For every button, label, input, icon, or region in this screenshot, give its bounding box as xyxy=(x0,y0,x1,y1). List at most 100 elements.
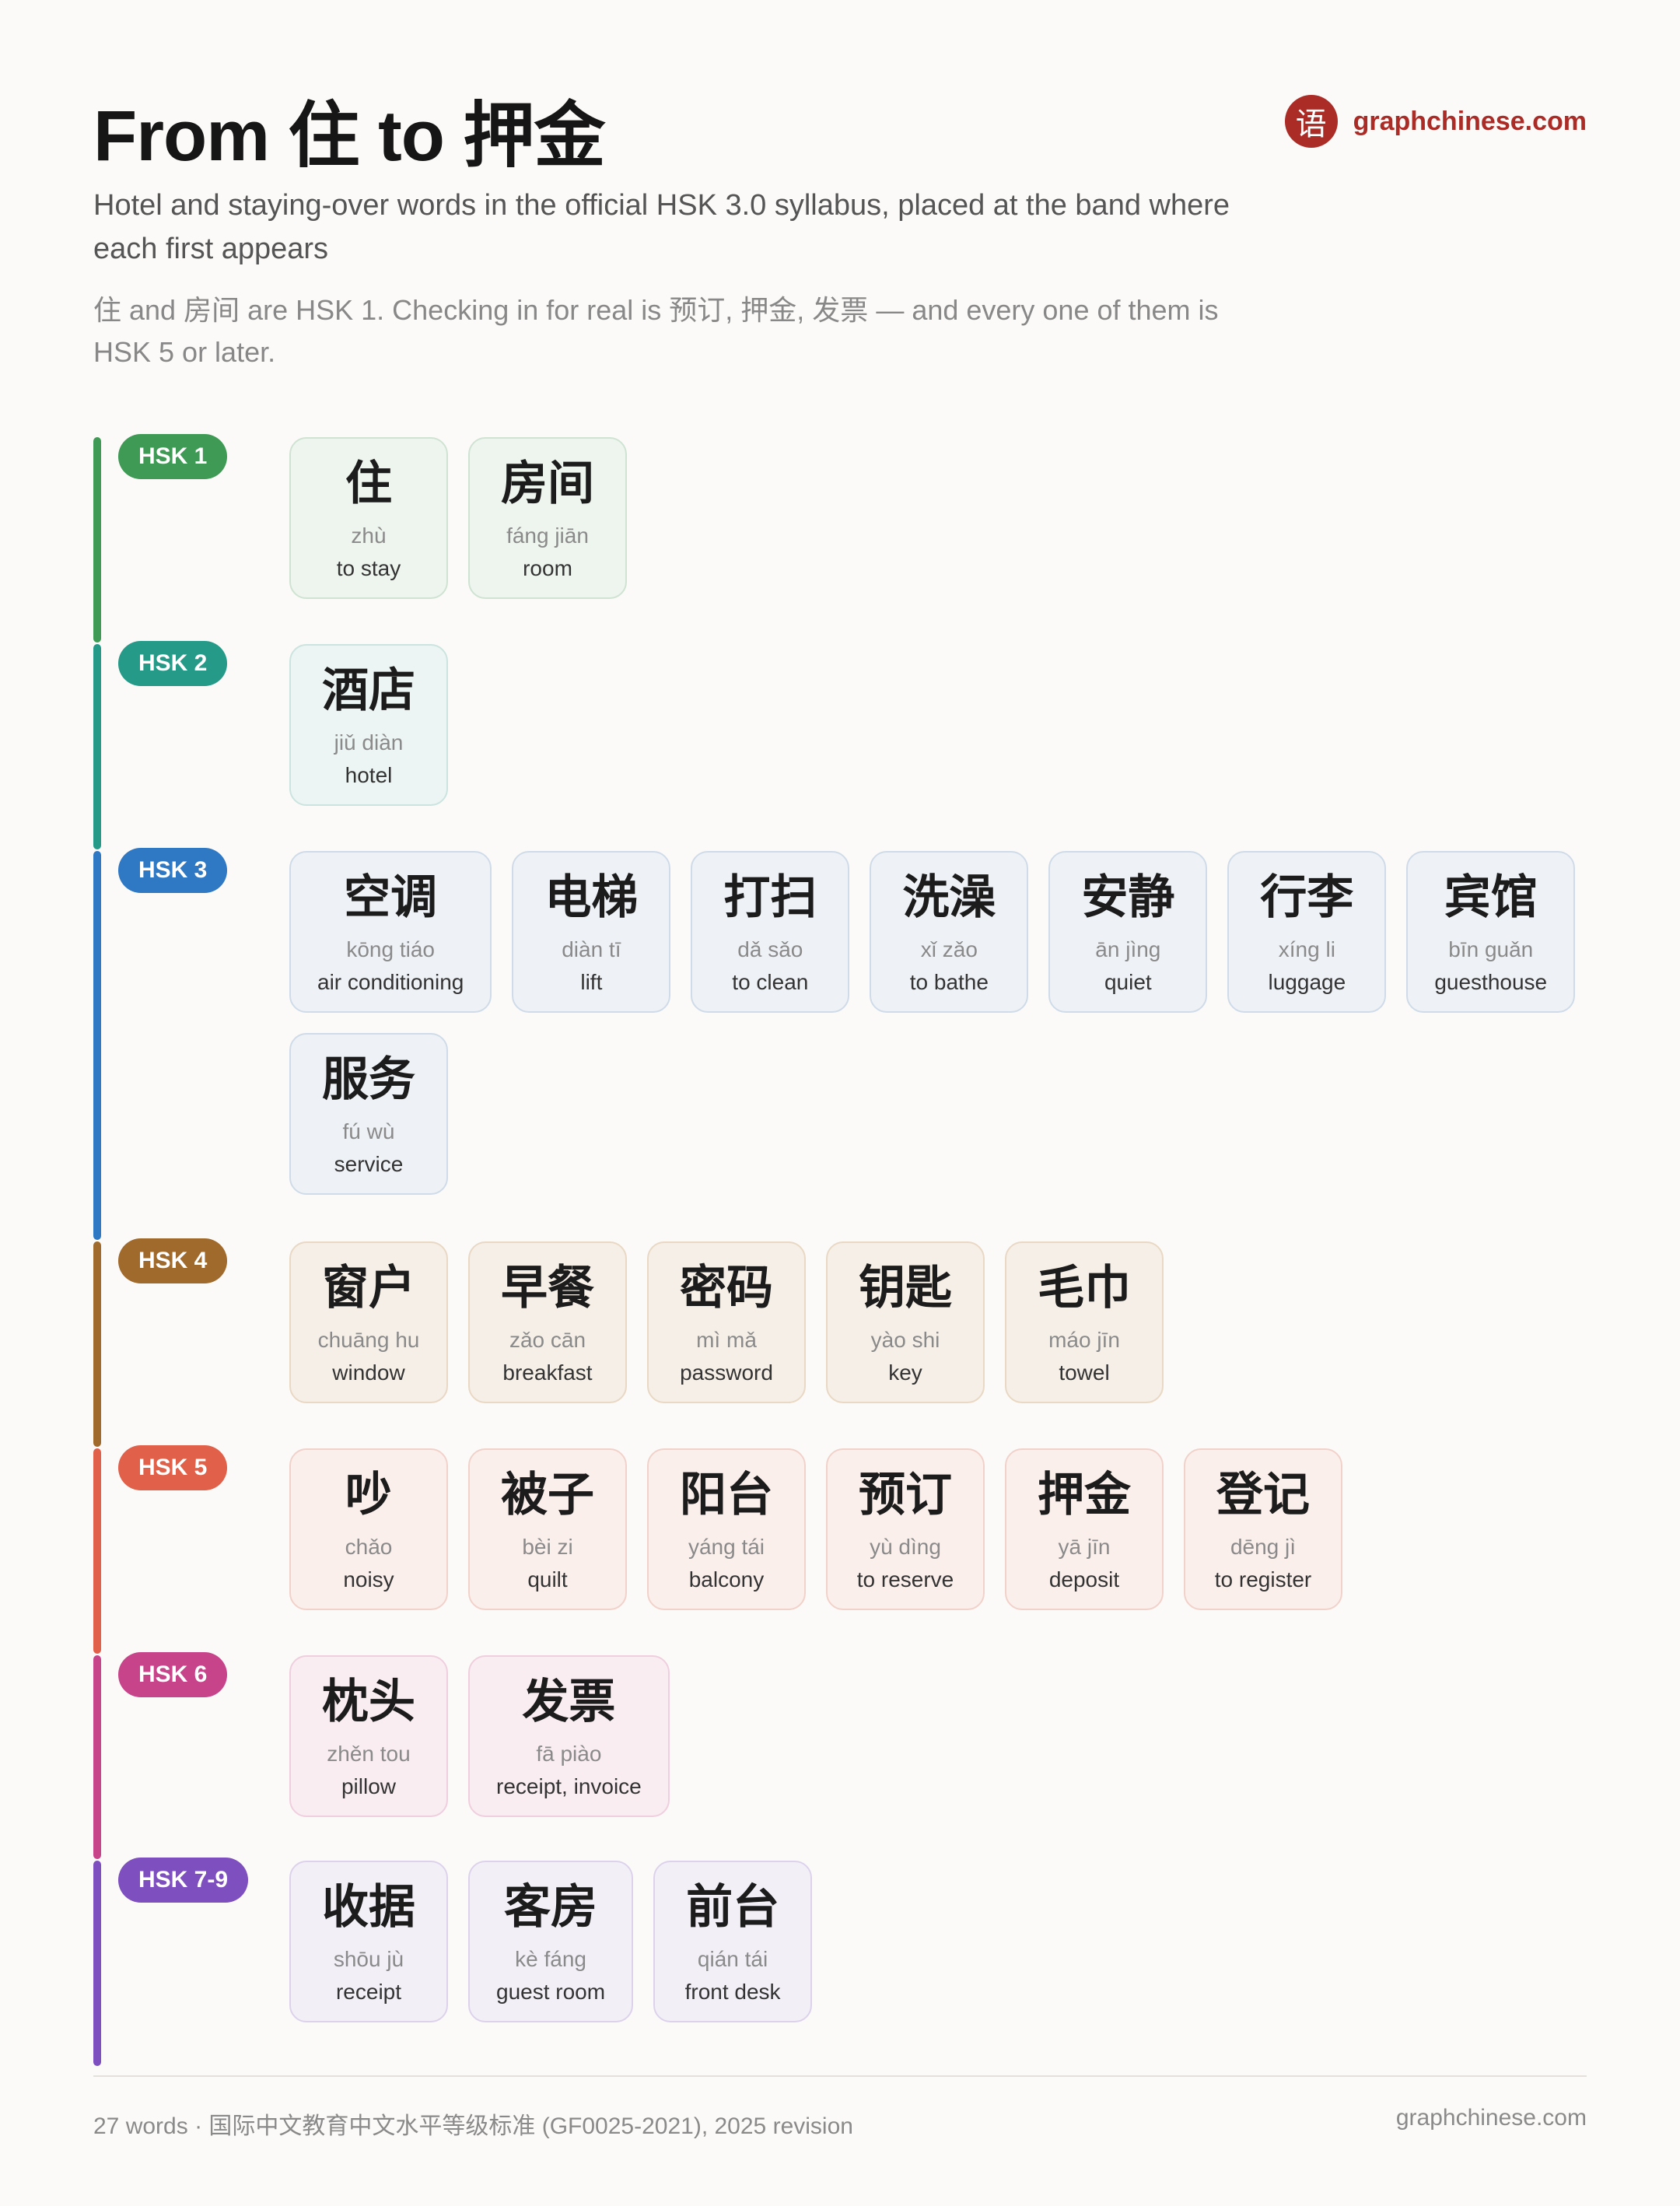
footer-source: 27 words · 国际中文教育中文水平等级标准 (GF0025-2021),… xyxy=(93,2113,853,2139)
word-pinyin: fā piào xyxy=(536,1742,602,1766)
word-hanzi: 电梯 xyxy=(544,870,639,925)
word-hanzi: 空调 xyxy=(344,870,438,925)
word-hanzi: 服务 xyxy=(322,1052,415,1107)
word-english: guesthouse xyxy=(1434,970,1548,994)
word-hanzi: 酒店 xyxy=(322,664,415,718)
word-hanzi: 收据 xyxy=(322,1880,415,1935)
word-pinyin: dēng jì xyxy=(1230,1535,1297,1559)
band-label: HSK 5 xyxy=(118,1445,228,1490)
word-pinyin: diàn tī xyxy=(562,937,621,961)
word-hanzi: 房间 xyxy=(501,457,594,511)
word-pinyin: bèi zi xyxy=(522,1535,573,1559)
band-label: HSK 6 xyxy=(118,1652,228,1697)
word-english: towel xyxy=(1059,1360,1110,1385)
word-hanzi: 洗澡 xyxy=(902,870,996,925)
word-hanzi: 客房 xyxy=(504,1880,598,1935)
word-hanzi: 安静 xyxy=(1081,870,1175,925)
word-english: pillow xyxy=(341,1774,397,1798)
word-english: receipt, invoice xyxy=(496,1774,642,1798)
brand-name[interactable]: graphchinese.com xyxy=(1353,106,1587,136)
word-english: window xyxy=(332,1360,405,1385)
word-card[interactable]: 毛巾 máo jīn towel xyxy=(1005,1241,1164,1403)
band-bar xyxy=(93,1655,101,1859)
word-card[interactable]: 宾馆 bīn guǎn guesthouse xyxy=(1406,851,1576,1013)
word-hanzi: 发票 xyxy=(522,1675,616,1729)
word-hanzi: 枕头 xyxy=(322,1675,415,1729)
word-pinyin: zǎo cān xyxy=(509,1328,586,1352)
footer-divider xyxy=(93,2075,1587,2077)
word-card[interactable]: 登记 dēng jì to register xyxy=(1184,1448,1342,1610)
word-hanzi: 打扫 xyxy=(723,870,817,925)
word-english: to register xyxy=(1214,1567,1312,1591)
word-pinyin: chuāng hu xyxy=(317,1328,420,1352)
word-hanzi: 密码 xyxy=(680,1261,773,1315)
band-label: HSK 1 xyxy=(118,434,228,479)
word-english: air conditioning xyxy=(317,970,464,994)
intro-note: 住 and 房间 are HSK 1. Checking in for real… xyxy=(93,294,1219,368)
word-hanzi: 押金 xyxy=(1038,1468,1131,1522)
word-pinyin: mì mǎ xyxy=(696,1328,757,1352)
word-hanzi: 窗户 xyxy=(322,1261,415,1315)
word-english: quilt xyxy=(527,1567,568,1591)
word-card[interactable]: 窗户 chuāng hu window xyxy=(289,1241,448,1403)
word-pinyin: bīn guǎn xyxy=(1448,937,1534,961)
band-label: HSK 3 xyxy=(118,848,228,893)
word-hanzi: 吵 xyxy=(345,1468,392,1522)
band-label: HSK 2 xyxy=(118,641,228,686)
word-pinyin: yáng tái xyxy=(688,1535,765,1559)
word-pinyin: máo jīn xyxy=(1048,1328,1120,1352)
word-card[interactable]: 吵 chǎo noisy xyxy=(289,1448,448,1610)
word-pinyin: xíng li xyxy=(1278,937,1335,961)
word-hanzi: 预订 xyxy=(859,1468,952,1522)
word-english: password xyxy=(680,1360,773,1385)
brand[interactable]: 语 graphchinese.com xyxy=(1284,95,1587,148)
word-card[interactable]: 密码 mì mǎ password xyxy=(647,1241,806,1403)
word-pinyin: kè fáng xyxy=(515,1947,586,1971)
word-pinyin: yào shi xyxy=(870,1328,940,1352)
band-bar xyxy=(93,1448,101,1654)
word-pinyin: fáng jiān xyxy=(506,523,589,548)
footer-site[interactable]: graphchinese.com xyxy=(1395,2105,1587,2131)
word-pinyin: jiǔ diàn xyxy=(334,730,404,755)
word-hanzi: 阳台 xyxy=(680,1468,773,1522)
band-bar xyxy=(93,1241,101,1447)
word-english: to reserve xyxy=(856,1567,954,1591)
word-hanzi: 宾馆 xyxy=(1444,870,1538,925)
word-hanzi: 毛巾 xyxy=(1038,1261,1131,1315)
word-hanzi: 前台 xyxy=(686,1880,780,1935)
page: From 住 to 押金 语 graphchinese.com Hotel an… xyxy=(93,0,1587,2206)
word-hanzi: 早餐 xyxy=(501,1261,594,1315)
band-label: HSK 4 xyxy=(118,1238,228,1283)
word-hanzi: 登记 xyxy=(1216,1468,1310,1522)
word-english: to clean xyxy=(732,970,809,994)
word-pinyin: chǎo xyxy=(345,1535,393,1559)
word-english: service xyxy=(334,1152,404,1176)
word-card[interactable]: 发票 fā piào receipt, invoice xyxy=(468,1655,670,1817)
word-hanzi: 钥匙 xyxy=(859,1261,952,1315)
word-english: noisy xyxy=(343,1567,394,1591)
